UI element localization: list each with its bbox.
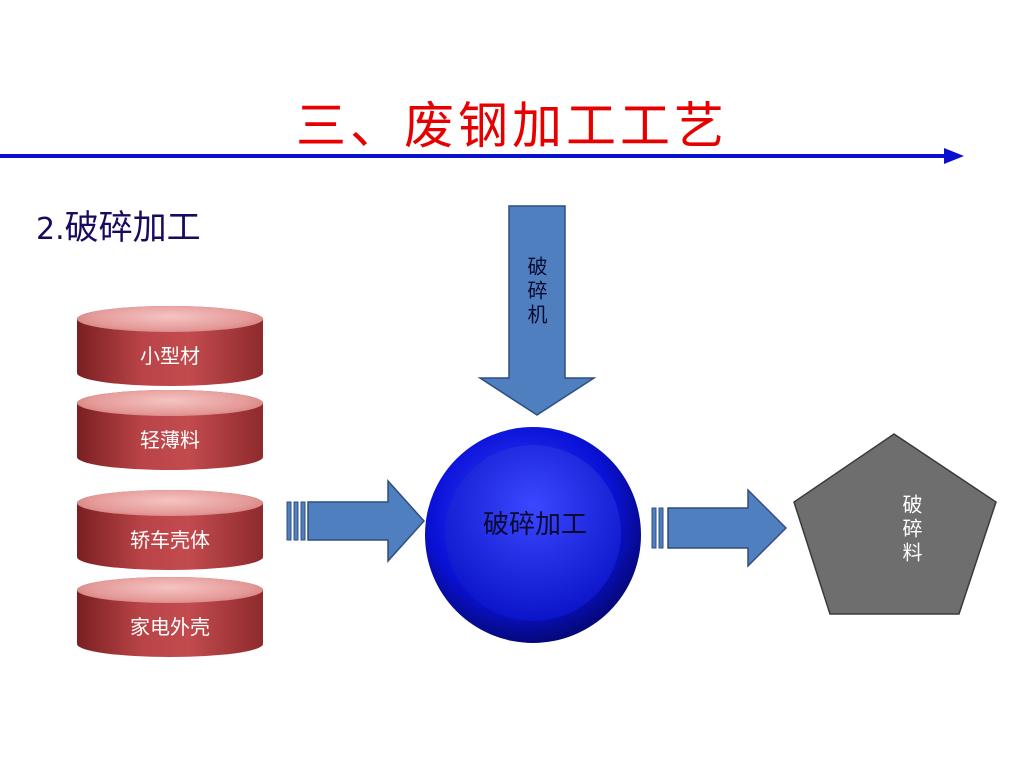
title-divider-line: [0, 154, 948, 158]
process-label: 破碎加工: [482, 510, 587, 540]
material-label: 轿车壳体: [130, 528, 210, 552]
output-arrow-stripe: [658, 507, 664, 549]
material-label: 小型材: [140, 344, 200, 368]
output-pentagon: [793, 433, 997, 615]
material-label: 家电外壳: [130, 615, 210, 639]
page-title: 三、废钢加工工艺: [296, 96, 728, 155]
input-flow-arrow: [307, 479, 426, 563]
material-cylinder: 轻薄料: [77, 390, 263, 470]
material-cylinder: 轿车壳体: [77, 490, 263, 570]
material-cylinder: 家电外壳: [77, 577, 263, 657]
crusher-down-arrow: [477, 205, 597, 416]
input-arrow-stripe: [293, 501, 299, 541]
material-cylinder: 小型材: [77, 306, 263, 386]
crusher-label: 破碎机: [524, 256, 548, 328]
section-number: 2.: [36, 212, 65, 247]
divider-arrowhead: [944, 148, 964, 164]
output-label: 破碎料: [899, 494, 923, 566]
section-text: 破碎加工: [64, 208, 201, 248]
input-arrow-stripe: [286, 501, 292, 541]
section-heading: 2.破碎加工: [36, 200, 201, 249]
process-circle-inner: [445, 445, 621, 621]
output-flow-arrow: [667, 488, 788, 568]
input-arrow-stripe: [300, 501, 306, 541]
output-arrow-stripe: [651, 507, 657, 549]
material-label: 轻薄料: [140, 428, 200, 452]
